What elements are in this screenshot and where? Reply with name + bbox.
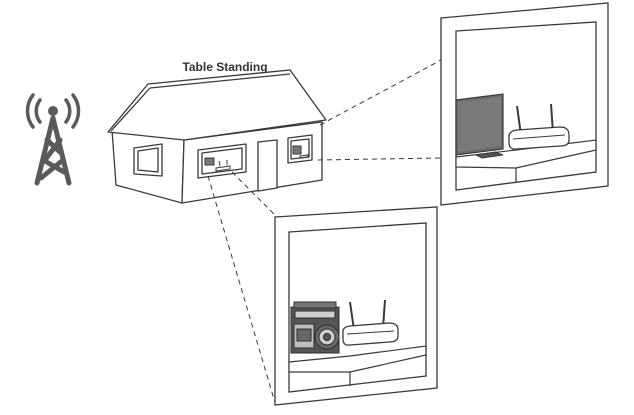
- boombox-icon: [290, 301, 340, 354]
- inset-frame-tv: [440, 2, 609, 206]
- house-window-contents: [204, 145, 309, 172]
- router-icon: [508, 103, 570, 150]
- callout-lines: [207, 59, 442, 407]
- inset-frame-radio: [274, 206, 438, 406]
- house: [107, 69, 327, 204]
- tv-icon: [455, 93, 504, 159]
- cell-tower-icon: [25, 93, 81, 186]
- diagram-title: Table Standing: [182, 60, 268, 74]
- router-icon: [342, 299, 399, 346]
